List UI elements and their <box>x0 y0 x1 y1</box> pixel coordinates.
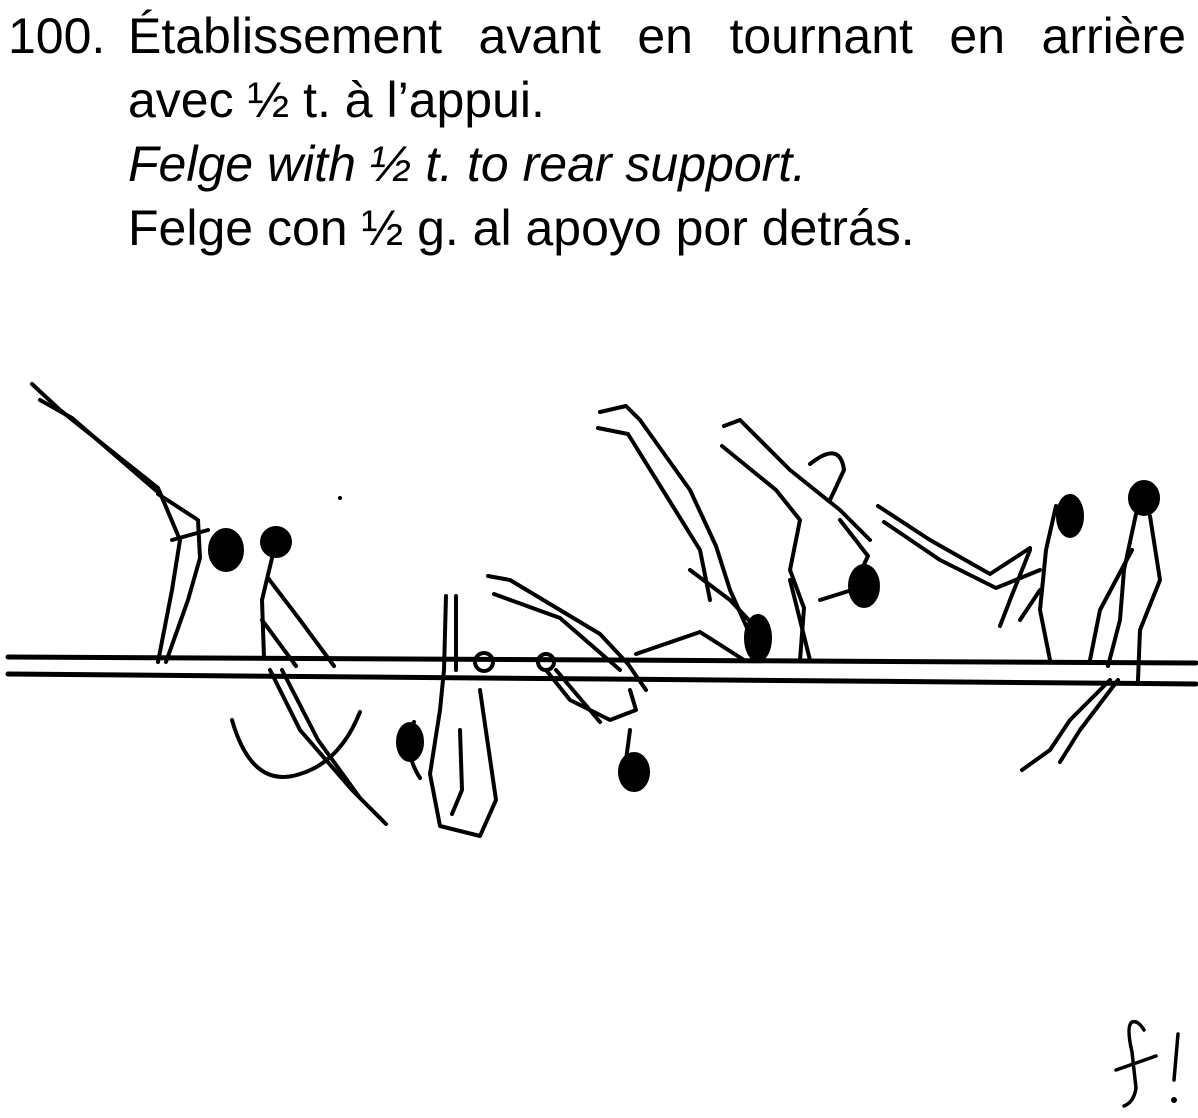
handwritten-initial-mark <box>1110 1008 1194 1112</box>
gymnast-figure-5 <box>596 404 772 662</box>
element-number: 100. <box>8 8 106 64</box>
gymnast-sequence-illustration <box>0 370 1198 850</box>
title-french-continued: avec ½ t. à l’appui. <box>128 72 545 128</box>
gymnast-figure-6 <box>720 418 880 662</box>
gymnast-sequence-icon <box>5 382 1198 838</box>
gymnast-figure-4 <box>486 574 650 792</box>
bar-rail <box>5 654 1198 687</box>
element-entry: 100. Établissement avant en tournant en … <box>0 0 1198 260</box>
gymnast-figure-2 <box>230 526 388 826</box>
gymnast-figure-3 <box>396 594 498 838</box>
title-french: Établissement avant en tournant en arriè… <box>128 8 1186 64</box>
signature-mark-icon <box>1114 1019 1180 1108</box>
title-spanish: Felge con ½ g. al apoyo por detrás. <box>128 200 915 256</box>
gymnast-figure-7 <box>876 494 1084 662</box>
gymnast-figure-8 <box>1020 480 1162 772</box>
title-english: Felge with ½ t. to rear support. <box>128 136 807 192</box>
gymnast-figure-1 <box>30 382 244 664</box>
